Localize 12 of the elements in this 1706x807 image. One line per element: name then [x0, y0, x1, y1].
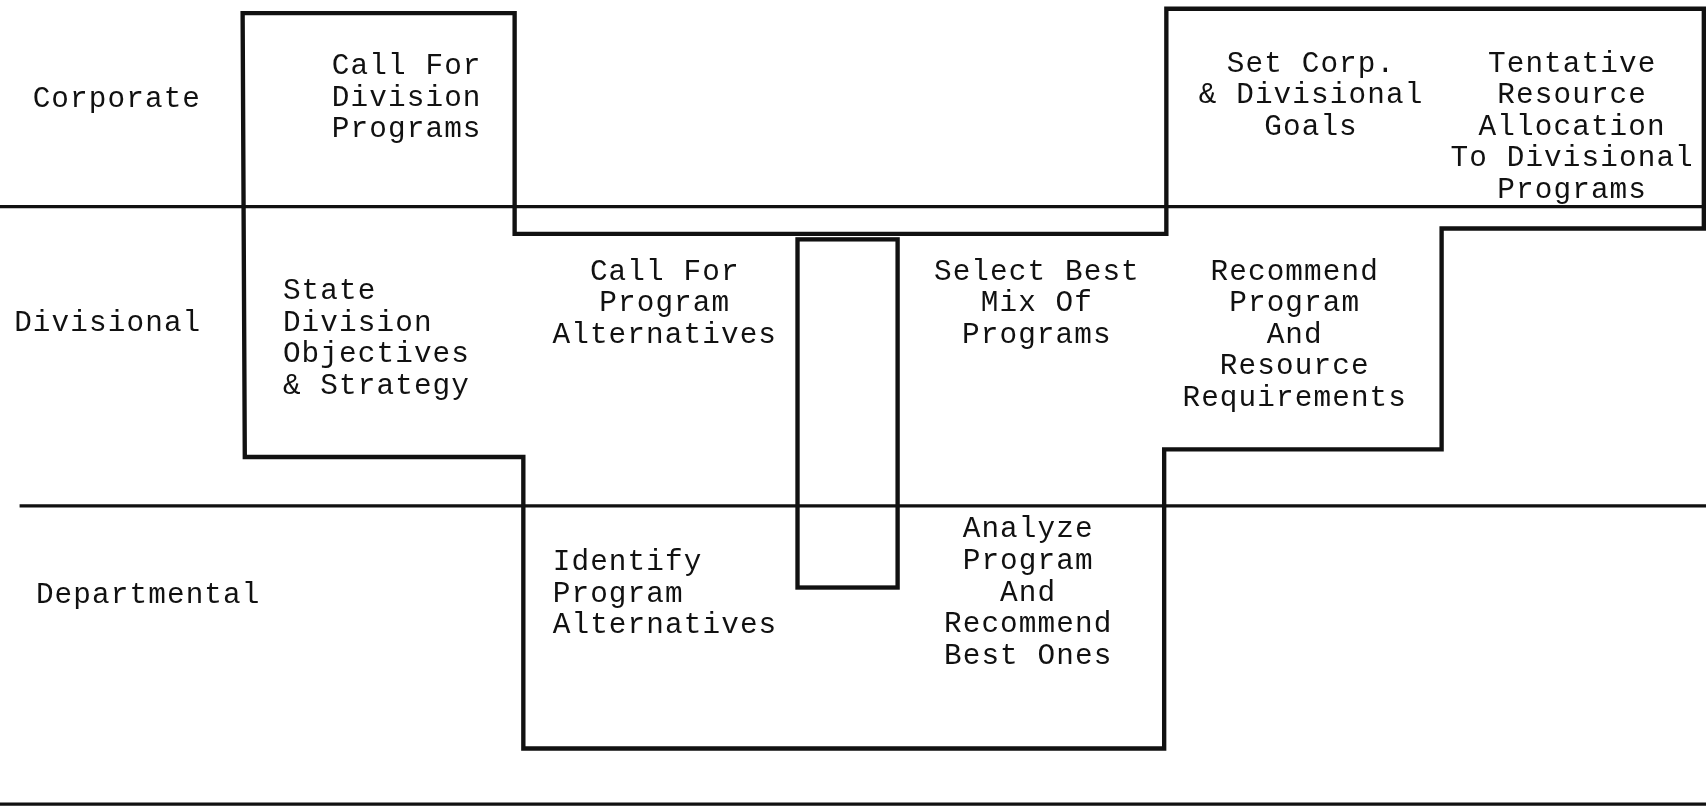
- lane-label: Divisional: [14, 307, 202, 340]
- step-text: Select Best Mix Of Programs: [933, 256, 1140, 352]
- lane-label: Corporate: [32, 83, 202, 116]
- step-text: Tentative Resource Allocation To Divisional Programs: [1450, 48, 1694, 207]
- step-text: Recommend Program And Resource Requirements: [1182, 256, 1408, 415]
- step-text: Call For Division Programs: [331, 51, 482, 146]
- step-text: Call For Program Alternatives: [552, 256, 778, 352]
- step-text: Set Corp. & Divisional Goals: [1198, 48, 1424, 144]
- step-text: Analyze Program And Recommend Best Ones: [943, 514, 1113, 673]
- step-text: State Division Objectives & Strategy: [282, 276, 471, 403]
- step-text: Identify Program Alternatives: [552, 547, 778, 642]
- lane-label: Departmental: [35, 579, 261, 612]
